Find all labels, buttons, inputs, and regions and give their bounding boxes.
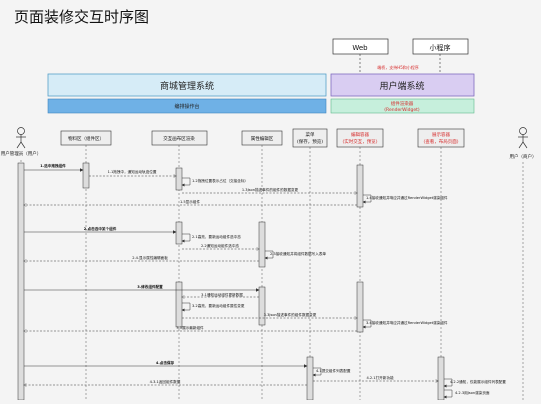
- miniprogram-box: [412, 38, 469, 55]
- msg-1-5: 1.5显示组件: [180, 199, 200, 204]
- page-title: 页面装修交互时序图: [14, 8, 149, 26]
- top-note: 端桥，支持H5和小程序: [377, 64, 419, 70]
- miniprogram-label: 小程序: [430, 43, 451, 52]
- msg-2-1: 2.1高亮，要新运动组件选中态: [192, 234, 241, 239]
- participant-edit-renderer-line2: (实时交互，预览): [342, 138, 377, 145]
- msg-3-4: 3.4接收通知并响应并通过RenderWidget渲染组件: [366, 320, 448, 325]
- mall-admin-sub: [47, 98, 327, 114]
- mall-admin-sub-label: 编排操作台: [174, 103, 199, 110]
- user-end-title: 用户端系统: [379, 80, 424, 92]
- msg-4-3: 4.2.2通知，仅能展示组件列表配置: [450, 379, 506, 384]
- participant-material-label: 物料区（组件区）: [68, 135, 104, 142]
- msg-2-3: 2.3接收通知并将组件数据写入表单: [270, 251, 326, 256]
- actor-right-label: 用户（商户）: [510, 153, 537, 160]
- participant-display-renderer-line2: (查看，布局页面): [423, 138, 458, 145]
- msg-2-2: 2.2通知运动组件选中态: [201, 243, 239, 248]
- participant-interactive-label: 交互画布区渲染: [163, 135, 195, 142]
- msg-3-3: 3.3Json描述事件的组件数据变更: [264, 312, 317, 317]
- user-end-sub-line2: (RenderWidget): [384, 107, 420, 113]
- actor-left: [16, 127, 26, 149]
- messages: 1.选中拖拽组件 1.1拖拽中，通知运动轨迹位置 1.2拖拽位置表示占位（交接坐…: [24, 163, 506, 399]
- web-box: [332, 38, 389, 55]
- msg-3-2: 3.2高亮，要新运动组件属性变更: [192, 303, 245, 308]
- participant-interactive: [151, 130, 208, 146]
- user-end-sub: [330, 98, 475, 114]
- msg-1-4: 1.4接收通知并响应并通过RenderWidget渲染组件: [366, 195, 448, 200]
- msg-2-4: 2.4.显示属性编辑面板: [132, 255, 168, 260]
- participant-edit-renderer-line1: 编辑容器: [351, 131, 369, 138]
- lifelines: [20, 145, 524, 400]
- participant-menu-line2: (保存，预览): [297, 138, 323, 145]
- web-label: Web: [352, 44, 368, 52]
- participant-display-renderer-line1: 展示容器: [432, 131, 450, 138]
- msg-4-1: 4.1提交组件列表配置: [316, 368, 351, 373]
- msg-3: 3.修改组件配置: [137, 284, 163, 289]
- msg-4: 4.点击保存: [156, 360, 175, 365]
- msg-4-5: 4.3.1返回组件数据: [150, 379, 181, 384]
- participant-menu-line1: 菜单: [306, 131, 315, 138]
- msg-1-2: 1.2拖拽位置表示占位（交接坐标）: [192, 178, 248, 183]
- actor-left-label: 用户管理员（用户）: [1, 150, 42, 157]
- mall-admin-system: [47, 73, 327, 97]
- msg-1: 1.选中拖拽组件: [40, 163, 66, 168]
- msg-4-4: 4.2.3用Json渲染页面: [455, 390, 490, 395]
- participant-properties-label: 属性编辑区: [251, 135, 274, 142]
- user-end-system: [330, 73, 475, 97]
- msg-1-1: 1.1拖拽中，通知运动轨迹位置: [108, 169, 157, 174]
- mall-admin-title: 商城管理系统: [160, 80, 214, 92]
- actor-right: [518, 127, 528, 149]
- msg-2: 2.点击选中某个组件: [84, 226, 117, 231]
- msg-4-2: 4.2.1打开新功能: [366, 375, 394, 380]
- user-end-sub-line1: 组件渲染器: [391, 100, 414, 107]
- msg-3-1: 3.1通知运动组件更新数据: [201, 292, 243, 297]
- msg-1-3: 1.3Json描述事件的组件的数据变更: [242, 187, 299, 192]
- msg-3-5: 3.5展示最新组件: [176, 325, 204, 330]
